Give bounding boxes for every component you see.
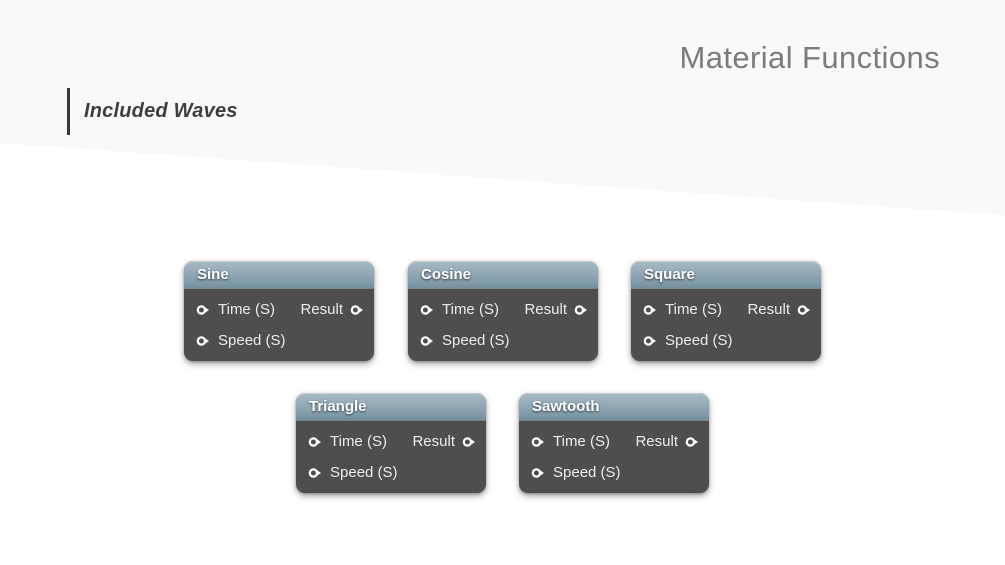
- output-pin-result: Result: [747, 301, 812, 318]
- input-pin-speed: Speed (S): [643, 332, 733, 349]
- output-pin-label: Result: [524, 301, 567, 318]
- node-card-sawtooth: Sawtooth Time (S) Result Speed (S): [519, 393, 709, 493]
- pin-row: Speed (S): [531, 459, 700, 486]
- node-card-cosine: Cosine Time (S) Result Speed (S): [408, 261, 598, 361]
- node-body: Time (S) Result Speed (S): [631, 289, 821, 354]
- output-pin-label: Result: [635, 433, 678, 450]
- pin-row: Speed (S): [196, 327, 365, 354]
- input-pin-label: Time (S): [553, 433, 610, 450]
- node-pin-icon: [420, 335, 433, 346]
- pin-row: Time (S) Result: [196, 296, 365, 323]
- node-pin-icon: [574, 304, 587, 315]
- pin-row: Speed (S): [420, 327, 589, 354]
- input-pin-speed: Speed (S): [420, 332, 510, 349]
- node-pin-icon: [643, 335, 656, 346]
- node-title: Sawtooth: [519, 393, 709, 421]
- node-pin-icon: [308, 436, 321, 447]
- node-card-square: Square Time (S) Result Speed (S): [631, 261, 821, 361]
- node-card-triangle: Triangle Time (S) Result Speed (S): [296, 393, 486, 493]
- output-pin-label: Result: [412, 433, 455, 450]
- input-pin-label: Time (S): [442, 301, 499, 318]
- node-pin-icon: [420, 304, 433, 315]
- node-pin-icon: [531, 467, 544, 478]
- input-pin-label: Time (S): [330, 433, 387, 450]
- input-pin-label: Speed (S): [553, 464, 621, 481]
- input-pin-time: Time (S): [308, 433, 387, 450]
- pin-row: Speed (S): [308, 459, 477, 486]
- section-heading-block: Included Waves: [67, 88, 238, 135]
- node-pin-icon: [350, 304, 363, 315]
- node-body: Time (S) Result Speed (S): [519, 421, 709, 486]
- output-pin-label: Result: [300, 301, 343, 318]
- node-pin-icon: [196, 304, 209, 315]
- input-pin-time: Time (S): [643, 301, 722, 318]
- input-pin-speed: Speed (S): [308, 464, 398, 481]
- node-pin-icon: [685, 436, 698, 447]
- node-pin-icon: [531, 436, 544, 447]
- pin-row: Time (S) Result: [643, 296, 812, 323]
- node-pin-icon: [308, 467, 321, 478]
- node-body: Time (S) Result Speed (S): [408, 289, 598, 354]
- node-title: Triangle: [296, 393, 486, 421]
- pin-row: Time (S) Result: [420, 296, 589, 323]
- input-pin-speed: Speed (S): [531, 464, 621, 481]
- output-pin-result: Result: [635, 433, 700, 450]
- node-pin-icon: [797, 304, 810, 315]
- section-heading: Included Waves: [84, 100, 238, 122]
- section-heading-accent-bar: [67, 88, 70, 135]
- input-pin-label: Speed (S): [665, 332, 733, 349]
- output-pin-result: Result: [300, 301, 365, 318]
- node-body: Time (S) Result Speed (S): [184, 289, 374, 354]
- input-pin-speed: Speed (S): [196, 332, 286, 349]
- input-pin-label: Speed (S): [218, 332, 286, 349]
- input-pin-label: Speed (S): [442, 332, 510, 349]
- output-pin-result: Result: [412, 433, 477, 450]
- node-pin-icon: [196, 335, 209, 346]
- output-pin-label: Result: [747, 301, 790, 318]
- input-pin-time: Time (S): [196, 301, 275, 318]
- input-pin-time: Time (S): [420, 301, 499, 318]
- input-pin-label: Speed (S): [330, 464, 398, 481]
- pin-row: Speed (S): [643, 327, 812, 354]
- page-title: Material Functions: [679, 40, 940, 75]
- node-title: Square: [631, 261, 821, 289]
- node-body: Time (S) Result Speed (S): [296, 421, 486, 486]
- node-title: Sine: [184, 261, 374, 289]
- pin-row: Time (S) Result: [308, 428, 477, 455]
- pin-row: Time (S) Result: [531, 428, 700, 455]
- input-pin-time: Time (S): [531, 433, 610, 450]
- input-pin-label: Time (S): [665, 301, 722, 318]
- input-pin-label: Time (S): [218, 301, 275, 318]
- output-pin-result: Result: [524, 301, 589, 318]
- node-pin-icon: [462, 436, 475, 447]
- node-card-sine: Sine Time (S) Result Speed (S): [184, 261, 374, 361]
- node-pin-icon: [643, 304, 656, 315]
- node-title: Cosine: [408, 261, 598, 289]
